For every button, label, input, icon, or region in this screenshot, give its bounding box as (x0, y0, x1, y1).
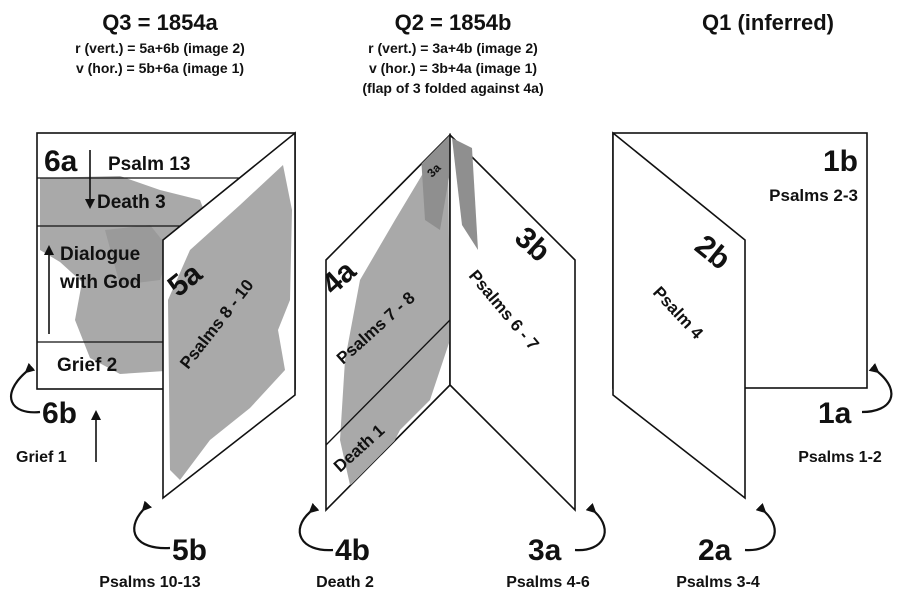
dialogue-label-2: with God (59, 272, 141, 293)
page-label-2a: 2a (698, 534, 732, 567)
curved-arrow-1a-icon (861, 363, 893, 414)
fragment-3b (452, 138, 478, 250)
psalms-1-2-label: Psalms 1-2 (798, 449, 882, 466)
q3-verso-note: v (hor.) = 5b+6a (image 1) (76, 60, 244, 76)
q3-recto-note: r (vert.) = 5a+6b (image 2) (75, 40, 245, 56)
q2-verso-note: v (hor.) = 3b+4a (image 1) (369, 60, 537, 76)
curved-arrow-6b-icon (9, 362, 41, 414)
death3-label: Death 3 (97, 192, 166, 213)
curved-arrow-5b-icon (133, 500, 171, 550)
curved-arrow-3a-icon (574, 502, 606, 552)
curved-arrow-2a-icon (744, 502, 776, 552)
curved-arrow-4b-icon (298, 502, 334, 552)
flap-3a-shape (420, 135, 450, 230)
fragment-6a-dark (105, 225, 170, 285)
grief2-label: Grief 2 (57, 355, 117, 376)
death2-label: Death 2 (316, 574, 374, 591)
q3-group: Q3 = 1854a r (vert.) = 5a+6b (image 2) v… (9, 10, 296, 591)
page-label-4b: 4b (335, 534, 370, 567)
q2-flap-note: (flap of 3 folded against 4a) (362, 80, 543, 96)
q2-title: Q2 = 1854b (395, 10, 512, 35)
q3-title: Q3 = 1854a (102, 10, 218, 35)
page-5a: 5a Psalms 8 - 10 (162, 131, 296, 500)
fragment-5a (168, 165, 292, 480)
dialogue-label-1: Dialogue (60, 244, 140, 265)
page-label-5b: 5b (172, 534, 207, 567)
page-label-6a: 6a (44, 145, 78, 178)
page-label-1b: 1b (823, 145, 858, 178)
q1-title: Q1 (inferred) (702, 10, 834, 35)
page-2b: 2b Psalm 4 (612, 131, 746, 500)
q2-recto-note: r (vert.) = 3a+4b (image 2) (368, 40, 538, 56)
psalms-10-13-label: Psalms 10-13 (99, 574, 201, 591)
page-3b: 3b Psalms 6 - 7 (449, 133, 576, 512)
psalm13-label: Psalm 13 (108, 154, 190, 175)
psalms-2-3-label: Psalms 2-3 (769, 186, 858, 205)
page-label-6b: 6b (42, 397, 77, 430)
psalms-4-6-label: Psalms 4-6 (506, 574, 590, 591)
page-label-3a: 3a (528, 534, 562, 567)
grief1-label: Grief 1 (16, 449, 67, 466)
fragment-4a (340, 142, 450, 485)
page-label-1a: 1a (818, 397, 852, 430)
q1-group: Q1 (inferred) 1b Psalms 2-3 2b Psalm 4 1… (612, 10, 893, 591)
psalms-3-4-label: Psalms 3-4 (676, 574, 760, 591)
page-4a: 3a 4a Psalms 7 - 8 Death 1 (316, 133, 451, 512)
q2-group: Q2 = 1854b r (vert.) = 3a+4b (image 2) v… (298, 10, 606, 591)
